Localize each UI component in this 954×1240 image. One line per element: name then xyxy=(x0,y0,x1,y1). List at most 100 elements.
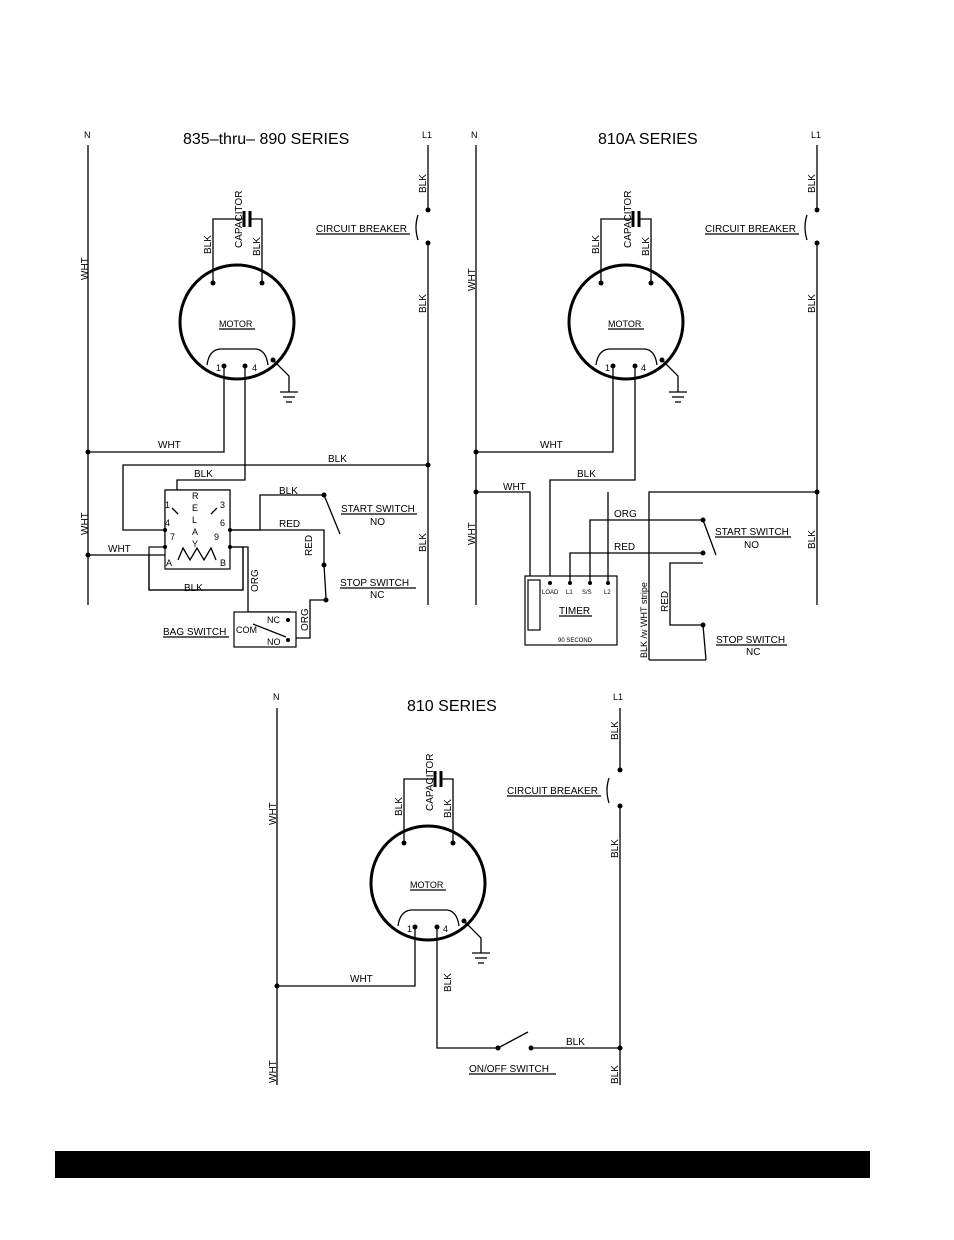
svg-text:4: 4 xyxy=(443,924,448,934)
relay-coil xyxy=(177,546,217,562)
svg-text:L1: L1 xyxy=(811,130,821,140)
svg-text:1: 1 xyxy=(407,924,412,934)
svg-text:BLK: BLK xyxy=(610,1065,621,1084)
wire-blk-long xyxy=(122,464,428,531)
svg-text:MOTOR: MOTOR xyxy=(410,880,444,890)
motor-terminal-block xyxy=(206,348,269,366)
svg-text:BLK: BLK xyxy=(394,797,405,816)
wire-wht-timer xyxy=(476,491,531,576)
svg-text:90 SECOND: 90 SECOND xyxy=(558,638,593,644)
bag-switch-label: BAG SWITCH xyxy=(163,627,226,638)
svg-text:A: A xyxy=(192,527,198,537)
svg-text:STOP SWITCH: STOP SWITCH xyxy=(716,635,785,646)
svg-text:ORG: ORG xyxy=(614,509,637,520)
motor-circle xyxy=(567,263,685,381)
svg-text:BLK: BLK xyxy=(641,237,652,256)
wire-blk-load xyxy=(549,366,636,583)
svg-text:4: 4 xyxy=(641,363,646,373)
svg-text:1: 1 xyxy=(216,363,221,373)
wire-red xyxy=(669,562,703,626)
svg-text:A: A xyxy=(166,558,172,568)
stop-switch-label: STOP SWITCH xyxy=(340,578,409,589)
svg-text:BLK: BLK xyxy=(591,235,602,254)
svg-text:NO: NO xyxy=(267,637,281,647)
svg-text:7: 7 xyxy=(170,532,175,542)
ground-icon xyxy=(472,952,490,964)
capacitor-leads xyxy=(212,218,263,283)
wire-wht xyxy=(88,366,225,453)
svg-text:RED: RED xyxy=(660,591,671,612)
svg-text:NO: NO xyxy=(744,540,759,551)
timer-label: TIMER xyxy=(559,606,590,617)
stop-switch-blade xyxy=(702,624,707,661)
wire-org xyxy=(291,599,326,639)
start-switch-blade xyxy=(323,494,341,535)
motor-circle xyxy=(178,263,296,381)
capacitor-label: CAPACITOR xyxy=(234,191,245,248)
motor-circle xyxy=(369,824,487,942)
svg-text:WHT: WHT xyxy=(467,268,478,291)
svg-text:L2: L2 xyxy=(604,590,611,596)
circuit-breaker-symbol xyxy=(415,214,419,241)
svg-text:RED: RED xyxy=(614,542,635,553)
svg-text:9: 9 xyxy=(214,532,219,542)
svg-text:NO: NO xyxy=(370,517,385,528)
wire-blk-relay xyxy=(176,366,246,492)
svg-text:WHT: WHT xyxy=(268,1060,279,1083)
bag-switch-blade xyxy=(252,623,287,638)
svg-text:L1: L1 xyxy=(566,590,573,596)
svg-text:WHT: WHT xyxy=(540,440,563,451)
svg-text:WHT: WHT xyxy=(268,802,279,825)
ground-lead xyxy=(272,359,290,392)
blk-label: BLK xyxy=(418,533,429,552)
svg-text:4: 4 xyxy=(252,363,257,373)
svg-text:MOTOR: MOTOR xyxy=(608,319,642,329)
circuit-breaker-symbol xyxy=(804,214,808,241)
svg-text:E: E xyxy=(192,503,198,513)
svg-text:L1: L1 xyxy=(613,692,623,702)
wire-blk xyxy=(148,547,244,591)
wire-blk-start xyxy=(230,494,324,531)
svg-text:WHT: WHT xyxy=(467,522,478,545)
bag-switch-box xyxy=(233,611,297,648)
stop-switch-blade xyxy=(323,564,327,599)
svg-text:WHT: WHT xyxy=(108,544,131,555)
svg-text:BLK: BLK xyxy=(807,174,818,193)
svg-text:BLK: BLK xyxy=(443,973,454,992)
svg-text:CIRCUIT BREAKER: CIRCUIT BREAKER xyxy=(705,224,796,235)
blk-label: BLK xyxy=(252,237,263,256)
svg-text:CAPACITOR: CAPACITOR xyxy=(425,754,436,811)
svg-text:CIRCUIT BREAKER: CIRCUIT BREAKER xyxy=(507,786,598,797)
wht-label: WHT xyxy=(80,257,91,280)
line-label: L1 xyxy=(422,130,432,140)
svg-text:RED: RED xyxy=(279,519,300,530)
svg-text:R: R xyxy=(192,491,199,501)
svg-text:BLK: BLK xyxy=(566,1037,585,1048)
svg-text:START SWITCH: START SWITCH xyxy=(715,527,789,538)
motor-label: MOTOR xyxy=(219,319,253,329)
diagram-835-890: 835–thru– 890 SERIES N L1 CIRCUIT BREAKE… xyxy=(80,130,432,648)
svg-text:BLK: BLK xyxy=(577,469,596,480)
blk-label: BLK xyxy=(418,294,429,313)
svg-text:L: L xyxy=(192,515,197,525)
blk-label: BLK xyxy=(418,174,429,193)
on-off-switch-label: ON/OFF SWITCH xyxy=(469,1064,549,1075)
svg-text:WHT: WHT xyxy=(158,440,181,451)
svg-text:1: 1 xyxy=(165,500,170,510)
svg-text:S/S: S/S xyxy=(582,590,592,596)
svg-text:LOAD: LOAD xyxy=(542,590,559,596)
svg-text:BLK: BLK xyxy=(807,294,818,313)
wire-red xyxy=(569,552,703,583)
svg-text:BLK: BLK xyxy=(328,454,347,465)
wire-red xyxy=(230,529,325,565)
svg-text:3: 3 xyxy=(220,500,225,510)
diagram-title: 810A SERIES xyxy=(598,131,698,148)
svg-text:NC: NC xyxy=(370,590,384,601)
svg-text:BLK: BLK xyxy=(610,839,621,858)
on-off-switch-blade xyxy=(497,1031,529,1049)
diagram-810: 810 SERIES N L1 CIRCUIT BREAKER WHT WHT … xyxy=(268,692,623,1085)
capacitor-leads xyxy=(403,778,454,843)
wire-blk xyxy=(436,927,498,1049)
svg-text:6: 6 xyxy=(220,518,225,528)
